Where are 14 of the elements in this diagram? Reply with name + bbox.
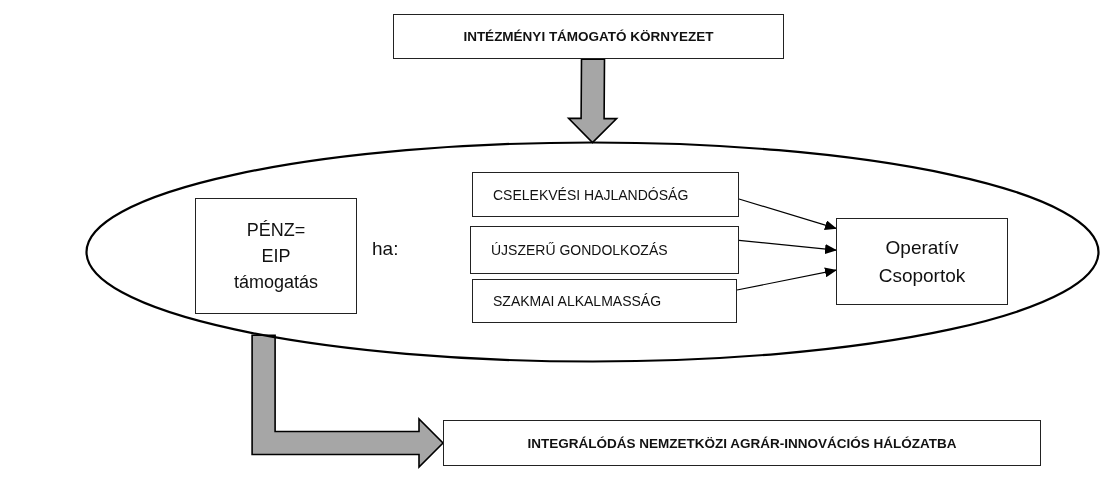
group-box: Operatív Csoportok (836, 218, 1008, 305)
block-arrow (566, 58, 619, 144)
outcome-box: INTEGRÁLÓDÁS NEMZETKÖZI AGRÁR-INNOVÁCIÓS HÁLÓZATBA (443, 420, 1041, 466)
condition-box: ÚJSZERŰ GONDOLKOZÁS (470, 226, 739, 274)
arrow (738, 239, 837, 255)
arrow (736, 267, 837, 291)
block-arrow (251, 334, 445, 469)
condition-box: CSELEKVÉSI HAJLANDÓSÁG (472, 172, 739, 217)
funding-box: PÉNZ= EIP támogatás (195, 198, 357, 314)
heading-box: INTÉZMÉNYI TÁMOGATÓ KÖRNYEZET (393, 14, 784, 59)
arrow (738, 198, 837, 231)
ellipse-frame (85, 141, 1100, 363)
condition-label: ha: (372, 238, 399, 260)
condition-box: SZAKMAI ALKALMASSÁG (472, 279, 737, 323)
